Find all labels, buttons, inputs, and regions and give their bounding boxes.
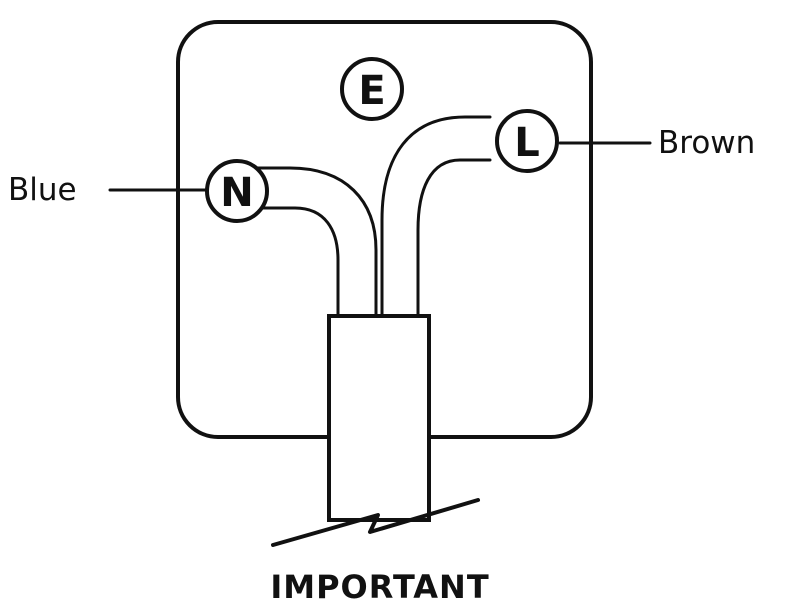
live-terminal-label: L [514, 120, 540, 166]
neutral-wire-inner [256, 206, 340, 316]
earth-terminal-label: E [358, 68, 385, 114]
neutral-wire [256, 166, 378, 316]
blue-wire-label: Blue [8, 172, 77, 208]
earth-terminal: E [340, 57, 404, 121]
neutral-terminal: N [205, 159, 269, 223]
live-wire-inner [416, 158, 492, 316]
neutral-terminal-label: N [220, 170, 253, 216]
brown-wire-label: Brown [658, 125, 755, 161]
live-wire [380, 115, 492, 316]
cable-break-mark [271, 498, 480, 547]
cable-sheath [327, 314, 431, 522]
live-terminal: L [495, 109, 559, 173]
caption-important: IMPORTANT [270, 568, 489, 606]
